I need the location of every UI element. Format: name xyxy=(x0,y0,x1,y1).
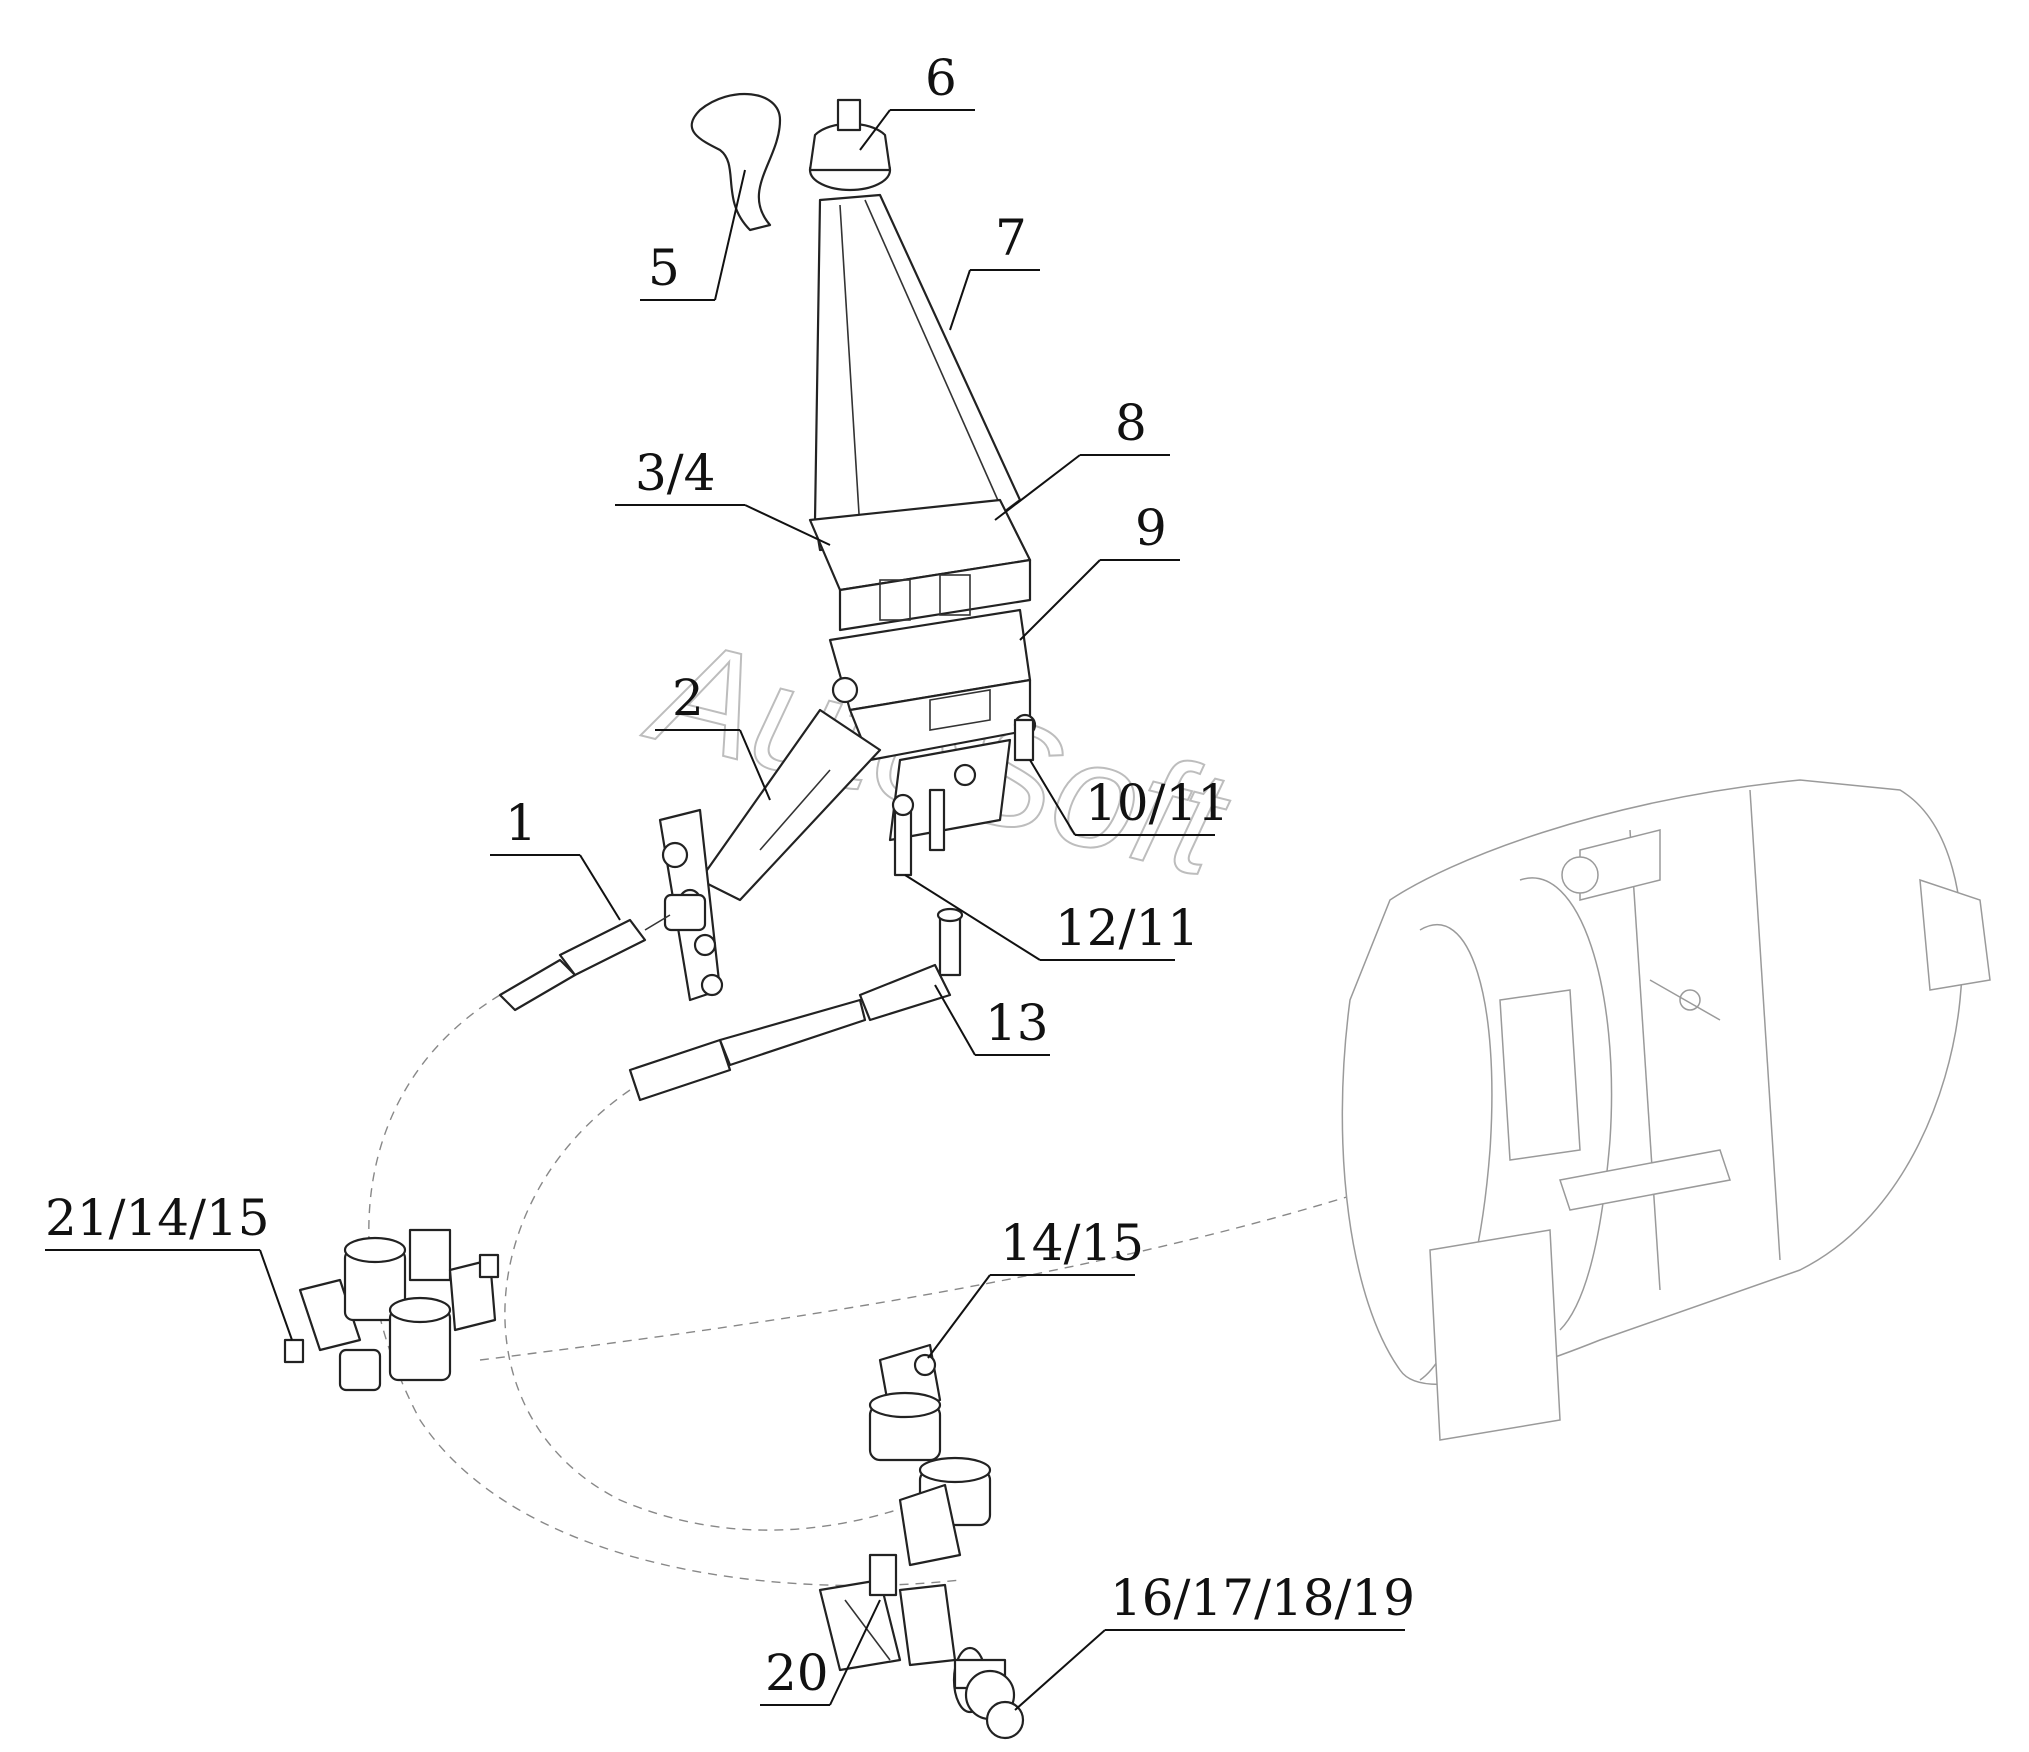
leader-lines xyxy=(45,109,1405,1711)
callout-5: 5 xyxy=(648,239,680,297)
part-13-cable xyxy=(628,907,964,1102)
callout-8: 8 xyxy=(1115,394,1147,452)
callout-1: 1 xyxy=(505,794,537,852)
callout-7: 7 xyxy=(995,209,1027,267)
callout-6: 6 xyxy=(925,49,957,107)
transmission-housing xyxy=(1341,779,1991,1441)
part-5-gaiter xyxy=(690,92,782,232)
callout-9: 9 xyxy=(1135,499,1167,557)
part-6-knob xyxy=(808,98,892,192)
callout-21-14-15: 21/14/15 xyxy=(45,1189,270,1247)
callout-13: 13 xyxy=(985,994,1049,1052)
part-1-lever-plate xyxy=(498,808,724,1012)
callout-20: 20 xyxy=(765,1644,829,1702)
callout-14-15: 14/15 xyxy=(1000,1214,1144,1272)
callout-2: 2 xyxy=(672,669,704,727)
callout-3-4: 3/4 xyxy=(635,444,715,502)
callout-10-11: 10/11 xyxy=(1085,774,1229,832)
callout-16-17-18-19: 16/17/18/19 xyxy=(1110,1569,1415,1627)
part-16-19-fasteners xyxy=(952,1646,1025,1740)
callout-labels: 5 6 7 8 3/4 9 2 1 10/11 12/11 13 21/14/1… xyxy=(45,49,1415,1702)
cable-routes xyxy=(368,994,1401,1587)
part-14-15-bushings xyxy=(868,1343,992,1567)
callout-12-11: 12/11 xyxy=(1055,899,1199,957)
part-2-bracket xyxy=(698,708,1012,902)
part-7-lever-column xyxy=(813,193,1022,552)
part-10-12-bolts xyxy=(891,718,1035,877)
part-20-bracket xyxy=(818,1553,957,1672)
part-21-14-15-bushings xyxy=(283,1228,500,1392)
part-8-base-plate xyxy=(808,498,1032,632)
